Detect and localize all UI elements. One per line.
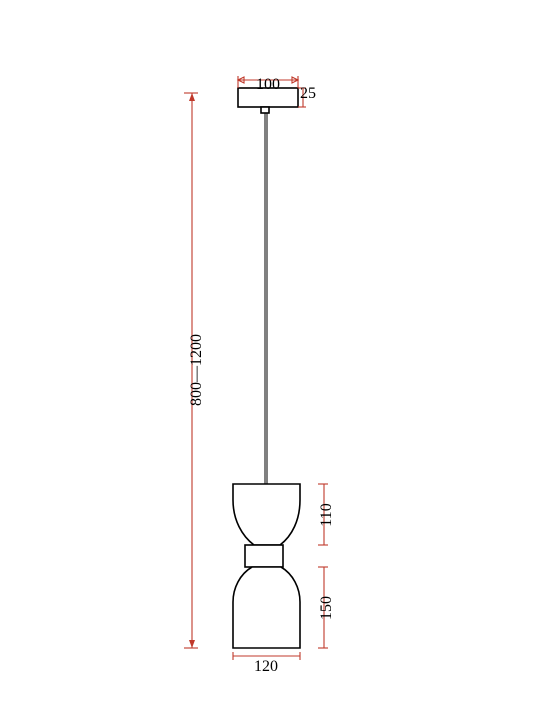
canopy-height-label: 25 xyxy=(300,85,316,102)
canopy-height-dimension xyxy=(298,87,306,108)
lower-shade-height-label: 150 xyxy=(318,596,335,620)
lower-shade-dimension xyxy=(318,566,328,649)
connector-ring xyxy=(244,544,284,568)
cable-length-dimension xyxy=(184,92,198,649)
upper-shade-height-label: 110 xyxy=(318,503,335,526)
lower-shade xyxy=(232,566,301,649)
cable-grip xyxy=(260,106,270,114)
upper-shade xyxy=(232,483,301,546)
canopy-width-label: 100 xyxy=(256,76,280,93)
canopy-width-dimension xyxy=(236,76,300,88)
shade-diameter-label: 120 xyxy=(254,658,278,675)
upper-shade-dimension xyxy=(318,483,328,546)
cable-length-label: 800—1200 xyxy=(188,334,205,406)
shade-diameter-dimension xyxy=(232,652,301,660)
